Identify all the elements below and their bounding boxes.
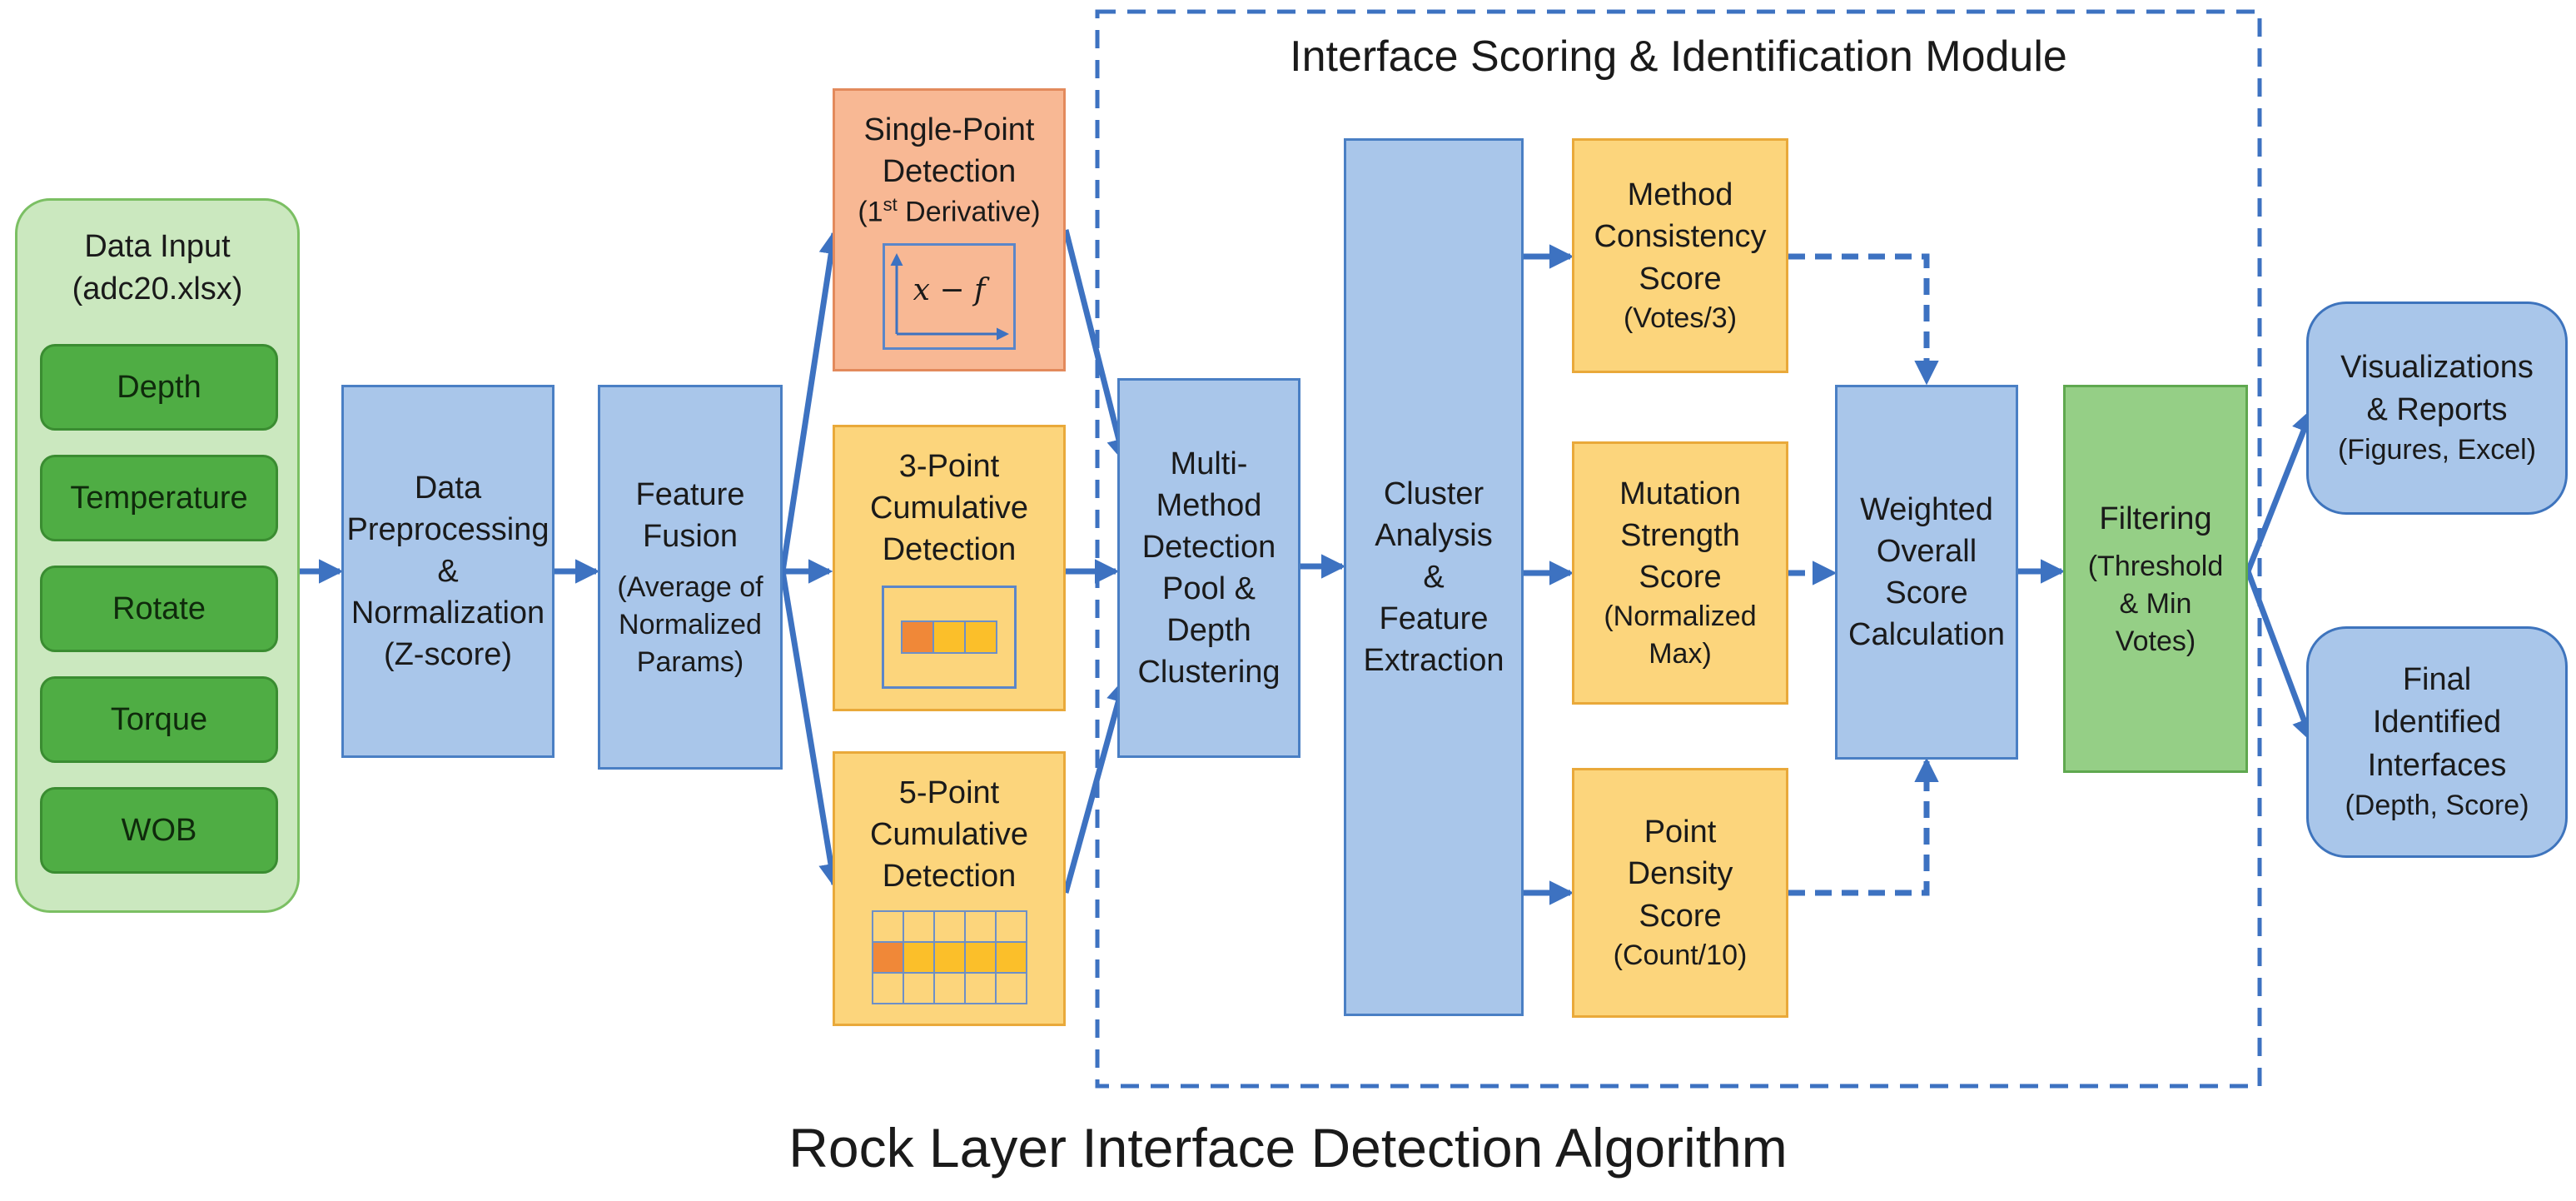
pool-line-2: Method: [1156, 487, 1262, 523]
param-wob: WOB: [40, 787, 278, 874]
cluster-line-1: Cluster: [1383, 476, 1484, 511]
data-input-title: Data Input (adc20.xlsx): [17, 226, 297, 311]
final-line-2: Identified: [2372, 705, 2502, 740]
pool-line-4: Pool &: [1162, 571, 1256, 606]
consistency-line-2: Consistency: [1594, 219, 1767, 255]
filtering-line-1: Filtering: [2099, 501, 2212, 536]
arrow-single-to-pool: [1062, 229, 1131, 464]
density-score-box: Point Density Score (Count/10): [1572, 768, 1788, 1018]
arrow-filtering-to-final: [2245, 570, 2315, 744]
final-line-3: Interfaces: [2367, 747, 2507, 783]
single-line-1: Single-Point: [863, 112, 1035, 147]
density-line-4: (Count/10): [1613, 939, 1748, 971]
arrow-fusion-to-5pt: [779, 571, 843, 889]
fusion-line-1: Feature: [635, 476, 745, 512]
five-point-line-2: Cumulative: [869, 817, 1029, 853]
param-temperature: Temperature: [40, 455, 278, 541]
density-line-1: Point: [1644, 815, 1717, 850]
three-point-grid-icon: [882, 586, 1017, 690]
pool-line-5: Depth: [1166, 613, 1251, 649]
data-input-filename: (adc20.xlsx): [72, 272, 243, 307]
mutation-line-5: Max): [1649, 638, 1712, 670]
cluster-line-2: Analysis: [1375, 517, 1493, 553]
module-boundary: [1095, 9, 2262, 1089]
fusion-line-3: (Average of: [617, 571, 763, 603]
data-input-panel: Data Input (adc20.xlsx) Depth Temperatur…: [15, 198, 300, 913]
weighted-score-box: Weighted Overall Score Calculation: [1835, 385, 2018, 760]
reports-line-2: & Reports: [2366, 392, 2508, 428]
preprocessing-box: Data Preprocessing & Normalization (Z-sc…: [341, 385, 554, 758]
preprocessing-line-3: &: [437, 553, 459, 589]
detection-pool-box: Multi- Method Detection Pool & Depth Clu…: [1117, 378, 1300, 758]
preprocessing-line-1: Data: [414, 470, 482, 506]
three-point-line-3: Detection: [882, 532, 1017, 568]
derivative-formula: x − f: [913, 272, 986, 307]
arrow-fusion-to-single: [779, 229, 843, 572]
five-point-line-3: Detection: [882, 859, 1017, 895]
reports-line-3: (Figures, Excel): [2337, 434, 2537, 466]
three-point-line-1: 3-Point: [898, 449, 1000, 484]
consistency-line-4: (Votes/3): [1623, 301, 1738, 334]
single-point-detection-box: Single-Point Detection (1st Derivative) …: [833, 88, 1066, 371]
weighted-line-3: Score: [1885, 576, 1968, 610]
single-line-2: Detection: [882, 154, 1017, 190]
param-rotate: Rotate: [40, 566, 278, 652]
module-title: Interface Scoring & Identification Modul…: [1290, 32, 2067, 81]
five-point-detection-box: 5-Point Cumulative Detection: [833, 751, 1066, 1026]
filtering-line-4: Votes): [2115, 625, 2196, 657]
density-line-2: Density: [1627, 856, 1733, 892]
final-output-box: Final Identified Interfaces (Depth, Scor…: [2306, 626, 2568, 858]
weighted-line-1: Weighted: [1860, 491, 1993, 527]
reports-output-box: Visualizations & Reports (Figures, Excel…: [2306, 301, 2568, 515]
density-line-3: Score: [1639, 898, 1722, 934]
fusion-line-4: Normalized: [619, 608, 762, 640]
cluster-line-4: Feature: [1379, 601, 1489, 637]
fusion-line-2: Fusion: [642, 518, 738, 554]
consistency-score-box: Method Consistency Score (Votes/3): [1572, 138, 1788, 373]
consistency-line-3: Score: [1639, 261, 1722, 297]
single-line-3: (1st Derivative): [858, 194, 1041, 228]
preprocessing-line-2: Preprocessing: [346, 511, 550, 547]
five-point-line-1: 5-Point: [898, 775, 1000, 810]
param-depth: Depth: [40, 344, 278, 431]
filtering-box: Filtering (Threshold & Min Votes): [2063, 385, 2248, 773]
feature-fusion-box: Feature Fusion (Average of Normalized Pa…: [598, 385, 783, 770]
arrow-filtering-to-reports: [2245, 407, 2315, 573]
preprocessing-line-4: Normalization: [351, 596, 545, 631]
mutation-line-1: Mutation: [1619, 476, 1741, 511]
fusion-line-5: Params): [636, 645, 744, 678]
cluster-analysis-box: Cluster Analysis & Feature Extraction: [1344, 138, 1524, 1016]
weighted-line-2: Overall: [1876, 533, 1977, 569]
mutation-score-box: Mutation Strength Score (Normalized Max): [1572, 441, 1788, 705]
dashed-arrow-consistency-to-weighted: [1788, 253, 1939, 386]
final-line-4: (Depth, Score): [2345, 790, 2529, 821]
param-torque: Torque: [40, 676, 278, 763]
five-point-grid-icon: [871, 910, 1027, 1005]
consistency-line-1: Method: [1627, 177, 1733, 213]
preprocessing-line-5: (Z-score): [383, 637, 513, 673]
pool-line-3: Detection: [1141, 529, 1276, 565]
weighted-line-4: Calculation: [1848, 617, 2005, 653]
data-input-label: Data Input: [84, 229, 231, 264]
mutation-line-4: (Normalized: [1604, 600, 1757, 633]
filtering-line-3: & Min: [2119, 587, 2192, 620]
mutation-line-3: Score: [1639, 560, 1722, 596]
cluster-line-3: &: [1423, 559, 1445, 595]
mutation-line-2: Strength: [1620, 518, 1740, 554]
pool-line-1: Multi-: [1170, 446, 1248, 481]
derivative-icon: x − f: [883, 242, 1016, 350]
arrow-5pt-to-pool: [1062, 677, 1131, 894]
pool-line-6: Clustering: [1137, 655, 1281, 690]
three-point-detection-box: 3-Point Cumulative Detection: [833, 425, 1066, 711]
diagram-title: Rock Layer Interface Detection Algorithm: [788, 1117, 1788, 1179]
three-point-line-2: Cumulative: [869, 491, 1029, 526]
cluster-line-5: Extraction: [1363, 643, 1504, 679]
reports-line-1: Visualizations: [2340, 349, 2534, 385]
dashed-arrow-density-to-weighted: [1788, 757, 1939, 896]
final-line-1: Final: [2402, 662, 2472, 698]
filtering-line-2: (Threshold: [2087, 550, 2224, 582]
